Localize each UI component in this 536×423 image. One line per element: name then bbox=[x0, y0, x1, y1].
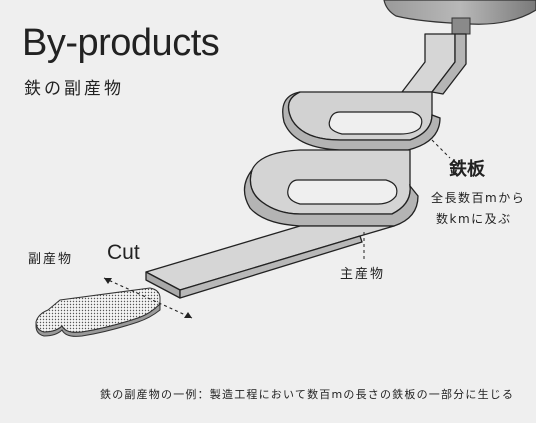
sheet-main-strip bbox=[145, 225, 395, 299]
roller-icon bbox=[383, 0, 536, 35]
label-main-product: 主産物 bbox=[340, 267, 386, 282]
page-subtitle: 鉄の副産物 bbox=[24, 79, 124, 99]
by-product-piece bbox=[35, 287, 161, 337]
sheet-vertical bbox=[401, 33, 467, 95]
sheet-middle-fold bbox=[243, 149, 419, 227]
page-title: By-products bbox=[22, 22, 220, 64]
cut-arrow-icon bbox=[103, 277, 193, 319]
label-by-product: 副産物 bbox=[28, 252, 74, 267]
label-length-line1: 全長数百mから bbox=[431, 191, 526, 205]
label-steel-sheet: 鉄板 bbox=[449, 159, 485, 180]
caption: 鉄の副産物の一例：製造工程において数百mの長さの鉄板の一部分に生じる bbox=[100, 388, 515, 401]
sheet-upper-fold bbox=[282, 91, 441, 151]
label-length-line2: 数kmに及ぶ bbox=[436, 212, 512, 226]
leader-steel-sheet bbox=[431, 139, 451, 159]
label-cut: Cut bbox=[107, 241, 140, 264]
